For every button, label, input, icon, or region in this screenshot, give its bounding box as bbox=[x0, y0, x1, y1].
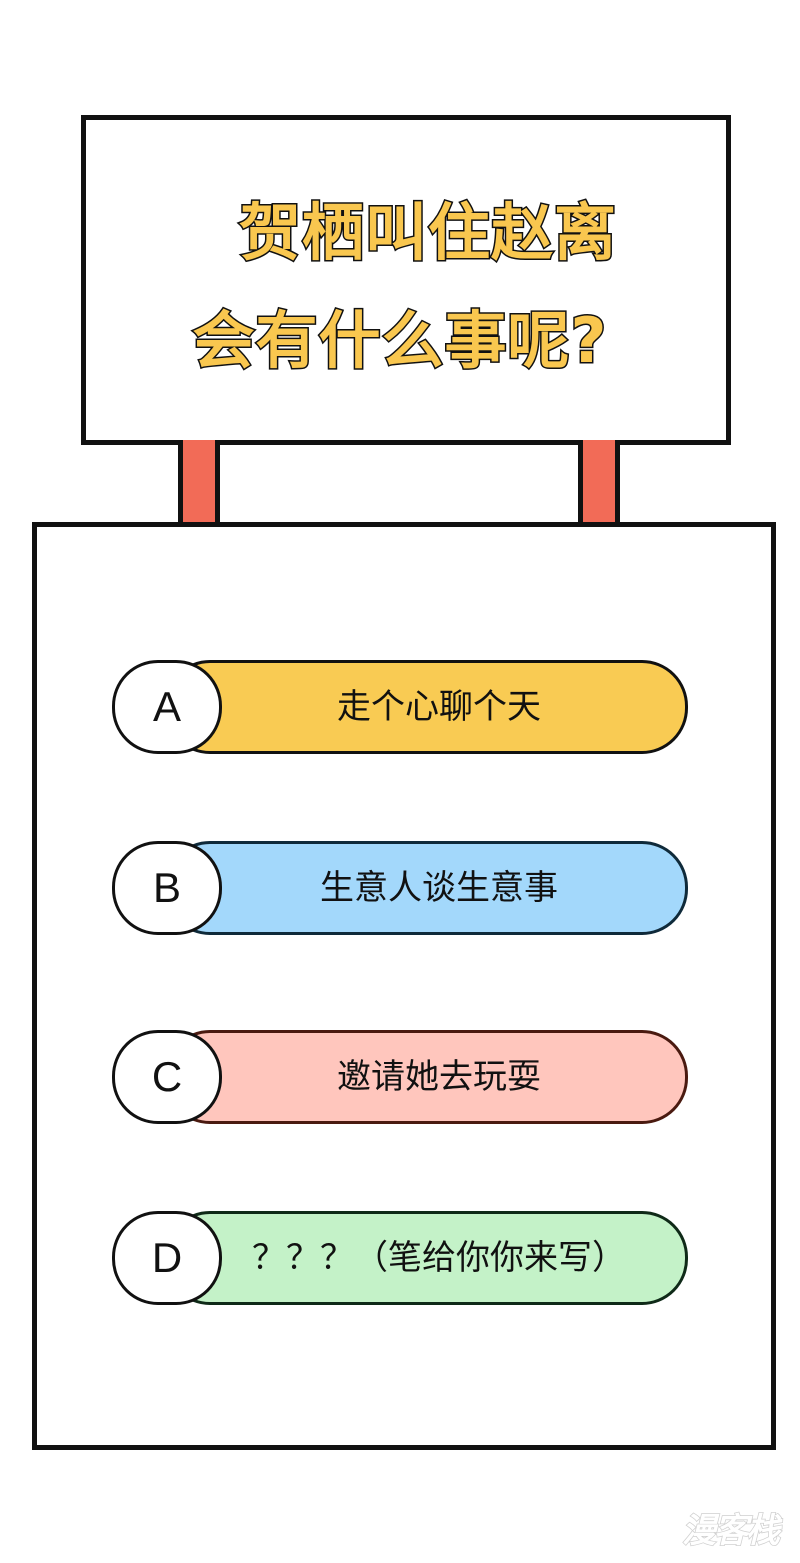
option-b[interactable]: 生意人谈生意事 B bbox=[112, 841, 688, 935]
option-b-text: 生意人谈生意事 bbox=[320, 868, 558, 908]
option-d[interactable]: ？？？（笔给你你来写） D bbox=[112, 1211, 688, 1305]
sign-title-line2: 会有什么事呢? bbox=[191, 304, 608, 377]
option-b-pill[interactable] bbox=[164, 841, 688, 935]
option-c-pill[interactable] bbox=[164, 1030, 688, 1124]
sign-post-right bbox=[578, 440, 620, 528]
option-d-letter-badge: D bbox=[112, 1211, 222, 1305]
option-a-letter-badge: A bbox=[112, 660, 222, 754]
option-a[interactable]: 走个心聊个天 A bbox=[112, 660, 688, 754]
option-d-pill[interactable] bbox=[164, 1211, 688, 1305]
option-d-text: ？？？（笔给你你来写） bbox=[252, 1238, 626, 1278]
option-b-letter-badge: B bbox=[112, 841, 222, 935]
option-a-pill[interactable] bbox=[164, 660, 688, 754]
option-c-letter-badge: C bbox=[112, 1030, 222, 1124]
sign-post-left bbox=[178, 440, 220, 528]
option-c[interactable]: 邀请她去玩耍 C bbox=[112, 1030, 688, 1124]
sign-title-line1: 贺栖叫住赵离 bbox=[237, 196, 617, 269]
watermark-logo: 漫客栈 bbox=[681, 1510, 781, 1552]
option-a-text: 走个心聊个天 bbox=[337, 687, 541, 727]
sign-board: 贺栖叫住赵离 会有什么事呢? bbox=[81, 115, 731, 445]
option-c-text: 邀请她去玩耍 bbox=[337, 1057, 541, 1097]
